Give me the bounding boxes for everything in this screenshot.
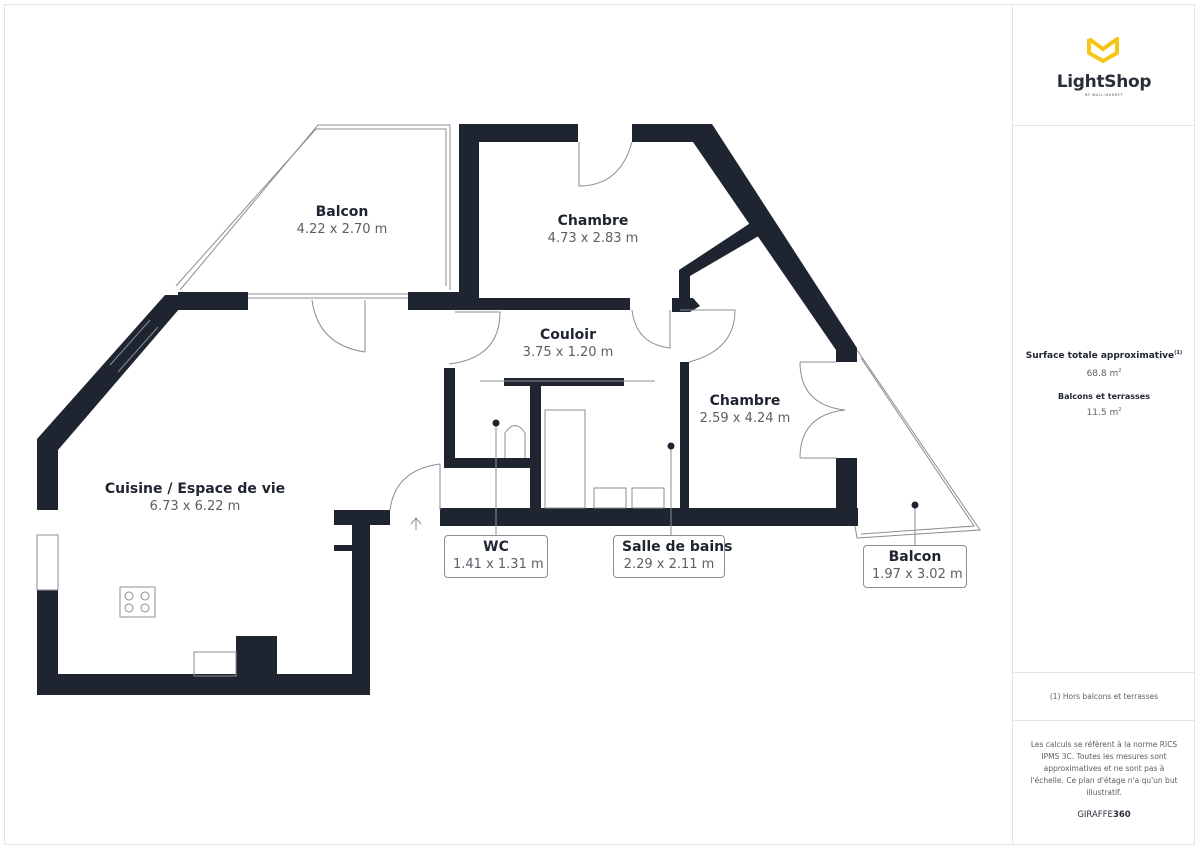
disclaimer: Les calculs se réfèrent à la norme RICS … — [1030, 740, 1178, 797]
logo-name: LightShop — [1056, 72, 1152, 92]
footnote: (1) Hors balcons et terrasses — [1013, 672, 1195, 721]
room-label-chambre-2: Chambre 2.59 x 4.24 m — [699, 393, 791, 426]
room-label-cuisine: Cuisine / Espace de vie 6.73 x 6.22 m — [104, 481, 286, 514]
floor-plan: Balcon 4.22 x 2.70 m Chambre 4.73 x 2.83… — [36, 124, 981, 695]
lightshop-logo-icon — [1087, 37, 1119, 64]
room-label-balcon-nord: Balcon 4.22 x 2.70 m — [296, 204, 388, 237]
fixtures — [36, 124, 981, 677]
balcony-area-value: 11.5 m2 — [1086, 407, 1122, 418]
logo-tagline: BY WALL-MARKET — [1085, 93, 1123, 97]
room-label-chambre-1: Chambre 4.73 x 2.83 m — [547, 213, 639, 246]
info-sidebar: LightShop BY WALL-MARKET Surface totale … — [1012, 4, 1195, 845]
area-summary: Surface totale approximative(1) 68.8 m2 … — [1013, 350, 1195, 418]
room-label-salle-de-bains: Salle de bains 2.29 x 2.11 m — [613, 535, 732, 578]
logo: LightShop BY WALL-MARKET — [1013, 4, 1195, 126]
room-label-wc: WC 1.41 x 1.31 m — [444, 535, 548, 578]
walls — [37, 124, 858, 695]
pointer-dots — [492, 419, 919, 509]
giraffe360-brand: GIRAFFE360 — [1077, 810, 1131, 820]
page-frame — [4, 4, 1195, 845]
balcony-area-label: Balcons et terrasses — [1057, 392, 1150, 401]
floor-plan-drawing — [36, 124, 981, 695]
room-label-balcon-est: Balcon 1.97 x 3.02 m — [863, 545, 967, 588]
total-area-value: 68.8 m2 — [1086, 368, 1122, 379]
total-area-label: Surface totale approximative(1) — [1025, 350, 1183, 361]
room-label-couloir: Couloir 3.75 x 1.20 m — [522, 327, 614, 360]
